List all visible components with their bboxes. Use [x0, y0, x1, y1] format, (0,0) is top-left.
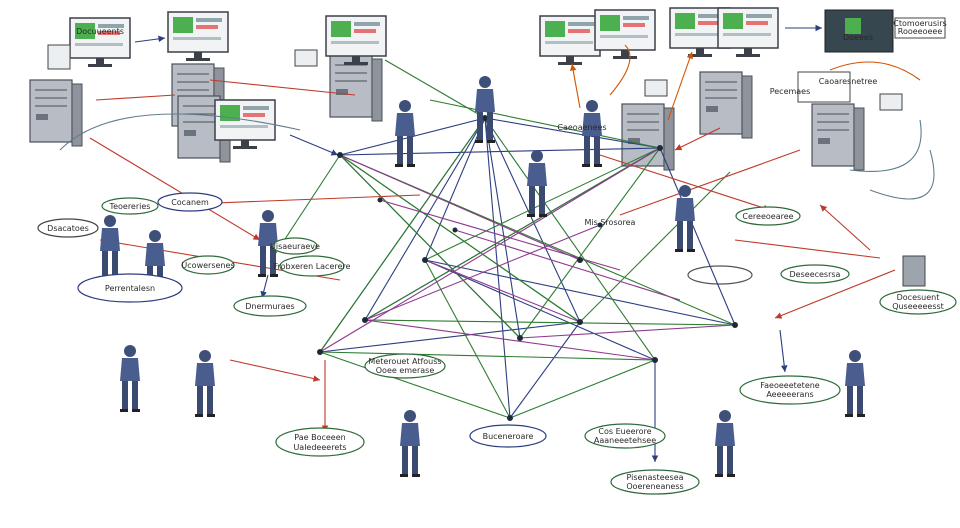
label-texts: Dsacatoes Teoereries Cocanem Ucowersenes…: [47, 19, 947, 491]
person-lower-left-b: [195, 350, 215, 417]
label-l19: Ctomoerusirs: [893, 19, 946, 28]
network-nodes: [317, 115, 738, 421]
label-l10b: Ooee emerase: [376, 366, 435, 375]
person-center-top: [475, 76, 495, 143]
label-l12b: Aaaneeetehsee: [594, 436, 656, 445]
left-workstation-cluster: [29, 11, 387, 163]
label-l17b: Quseeeeesst: [892, 302, 944, 311]
label-l13: Pisenasteesea: [626, 473, 683, 482]
person-top-right: [582, 100, 602, 167]
person-bottom-right: [715, 410, 735, 477]
label-l8: Dnermuraes: [245, 302, 294, 311]
label-l18: Caoaresnetree: [819, 77, 878, 86]
label-l9b: Ualedeeerets: [293, 443, 346, 452]
label-l21: Caeoaenees: [557, 123, 606, 132]
label-l6: Frobxeren Lacerere: [274, 262, 351, 271]
person-right-mid: [675, 185, 695, 252]
label-l20: Doeees: [843, 33, 873, 42]
label-l19b: Rooeeoeee: [898, 27, 943, 36]
person-top-left-center: [395, 100, 415, 167]
network-lines: [59, 24, 935, 462]
label-l5: Uisaeuraeve: [270, 242, 320, 251]
label-l23b: Pecemaes: [770, 87, 811, 96]
label-l2: Teoereries: [109, 202, 151, 211]
label-l7: Perrentalesn: [105, 284, 155, 293]
label-l11: Buceneroare: [483, 432, 534, 441]
person-left-a: [100, 215, 120, 282]
label-l17: Docesuent: [897, 293, 940, 302]
label-l14b: Aeeeeerans: [766, 390, 813, 399]
label-l4: Ucowersenes: [181, 261, 234, 270]
label-l1: Dsacatoes: [47, 224, 89, 233]
right-workstation-cluster: [539, 7, 946, 287]
person-bottom-center: [400, 410, 420, 477]
label-l12: Cos Eueerore: [598, 427, 651, 436]
label-l13b: Ooereneaness: [626, 482, 683, 491]
label-l16: Deseecesrsa: [790, 270, 841, 279]
label-l3: Cocanem: [171, 198, 209, 207]
person-right: [845, 350, 865, 417]
label-l22: Mis Srosorea: [585, 218, 636, 227]
label-l14: Faeoeeetetene: [760, 381, 820, 390]
label-l10: Meterouet Atfouss: [368, 357, 441, 366]
person-lower-left-a: [120, 345, 140, 412]
label-l15: Cereeoearee: [742, 212, 793, 221]
label-l9: Pae Boceeen: [294, 433, 345, 442]
label-l23: Docuueents: [76, 27, 124, 36]
label-bubbles[interactable]: [37, 192, 957, 495]
